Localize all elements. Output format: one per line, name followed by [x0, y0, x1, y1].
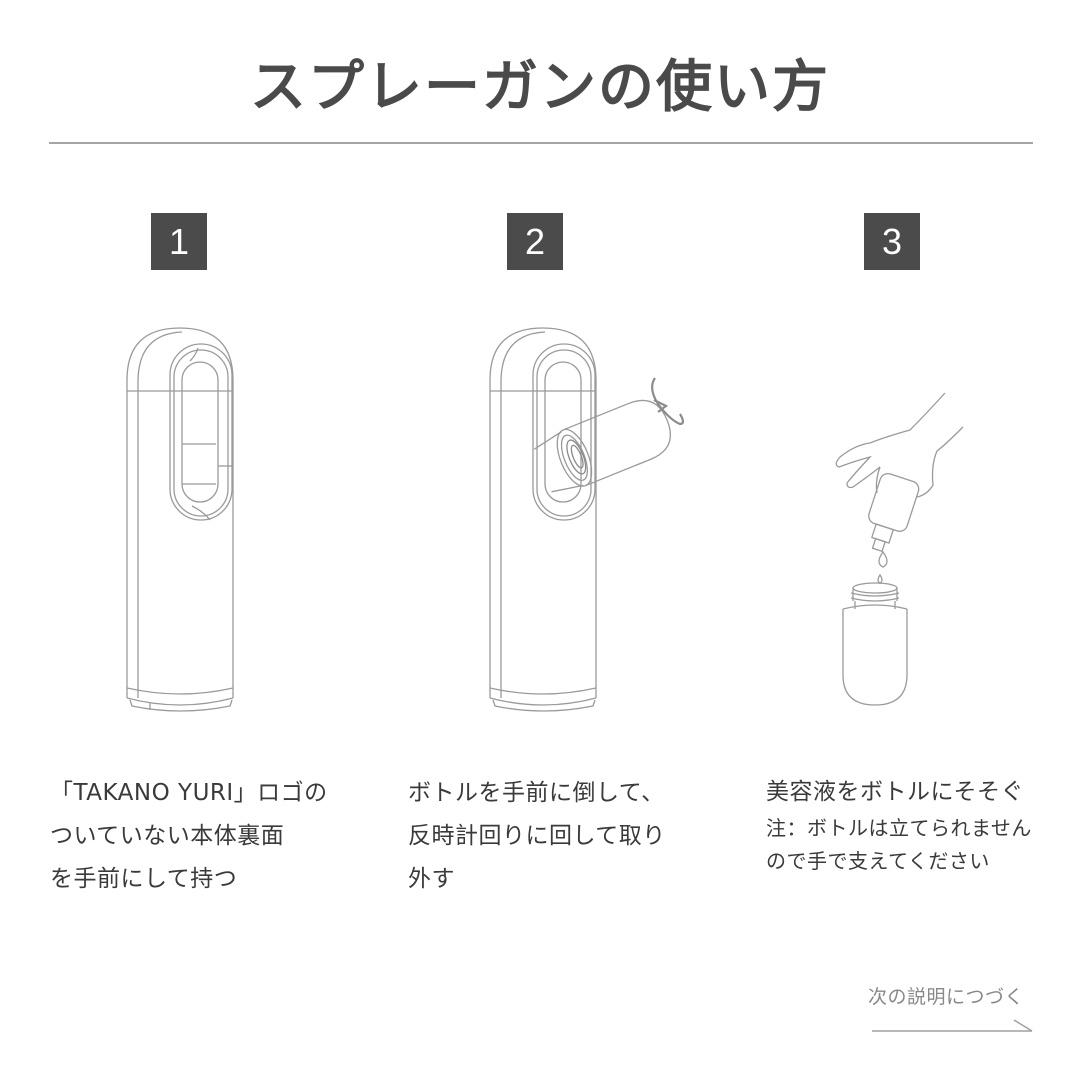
step-1-badge: 1 — [151, 213, 207, 270]
step-2-badge: 2 — [507, 213, 563, 270]
step-1-line: ついていない本体裏面 — [50, 823, 285, 849]
arrow-right-icon[interactable] — [872, 1018, 1034, 1038]
next-page-link[interactable]: 次の説明につづく — [868, 986, 1025, 1008]
step-1-description: 「TAKANO YURI」ロゴの ついていない本体裏面 を手前にして持つ — [50, 772, 328, 901]
step-3-description: 美容液をボトルにそそぐ 注：ボトルは立てられません ので手で支えてください — [766, 772, 1032, 878]
hand-pouring-serum-illustration — [825, 385, 985, 715]
step-2-line: ボトルを手前に倒して、 — [408, 780, 665, 806]
title-divider — [49, 142, 1033, 144]
spray-gun-bottle-removal-illustration — [480, 320, 700, 720]
step-3-badge: 3 — [864, 213, 920, 270]
step-3-main-text: 美容液をボトルにそそぐ — [766, 779, 1025, 805]
step-3-note-line: ので手で支えてください — [766, 849, 990, 873]
step-2-line: 外す — [408, 866, 455, 892]
spray-gun-upright-illustration — [120, 320, 250, 720]
step-1-line: を手前にして持つ — [50, 866, 238, 892]
step-1-line: 「TAKANO YURI」ロゴの — [50, 780, 328, 806]
page-title: スプレーガンの使い方 — [250, 55, 830, 120]
step-2-line: 反時計回りに回して取り — [408, 823, 666, 849]
step-2-description: ボトルを手前に倒して、 反時計回りに回して取り 外す — [408, 772, 666, 901]
step-3-note-line: 注：ボトルは立てられません — [766, 816, 1032, 840]
